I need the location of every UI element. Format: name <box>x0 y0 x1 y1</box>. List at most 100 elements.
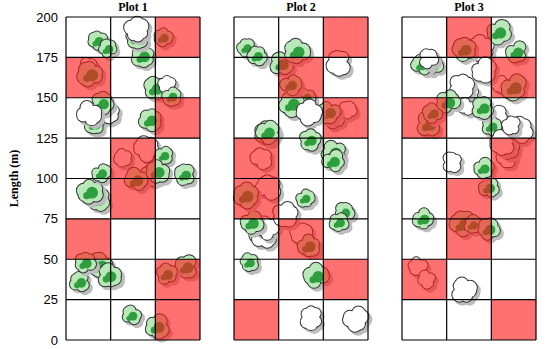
tree-crown-blob <box>305 134 316 145</box>
tree-crown <box>343 307 368 332</box>
tree-outline <box>124 17 148 42</box>
tree-outline-blob <box>302 106 315 119</box>
tree-crown <box>123 306 141 325</box>
tree-crown-shade <box>309 276 316 283</box>
sample-cell <box>279 57 324 97</box>
grid-line <box>234 16 368 17</box>
tree-crown <box>330 213 349 231</box>
tree-crown <box>247 47 266 66</box>
tree-outline <box>99 263 121 286</box>
grid-line <box>66 57 200 58</box>
tree-crown-shade <box>144 120 150 126</box>
sample-cell <box>323 17 368 57</box>
sample-cell <box>155 17 200 57</box>
tree-outline <box>343 307 368 332</box>
tree-crown <box>297 99 322 125</box>
grid-line <box>234 218 368 219</box>
sample-cell <box>155 300 200 340</box>
tree-outline <box>296 190 314 207</box>
tree-crown-shade <box>179 175 185 181</box>
tree-crown-shade <box>244 263 249 268</box>
tree-crown-blob <box>75 277 86 288</box>
tree-crown-blob <box>252 51 262 61</box>
sample-cell <box>111 138 156 178</box>
tree-outline <box>92 164 110 182</box>
tree-crown <box>124 17 148 42</box>
tree-outline-blob <box>159 151 168 160</box>
plot-2 <box>234 17 373 340</box>
tree-crown-blob <box>127 310 137 320</box>
tree-crown-shade <box>126 316 131 321</box>
tree-crown-shade <box>300 198 305 203</box>
plot-ground <box>66 17 200 340</box>
tree-crown-blob <box>333 56 346 69</box>
plot-3 <box>402 17 537 340</box>
plot-ground <box>234 17 368 340</box>
tree-outline <box>300 129 321 151</box>
tree-outline <box>99 40 116 58</box>
tree-outline <box>77 101 101 125</box>
tree-outline <box>247 47 266 66</box>
sample-cell <box>155 98 200 138</box>
tree-outline <box>297 99 322 125</box>
tree-crown-blob <box>349 312 362 325</box>
grid-line <box>234 97 368 98</box>
tree-crown-shade <box>93 41 98 46</box>
tree-outline-blob <box>127 310 137 320</box>
sample-cell <box>279 219 324 259</box>
grid-line <box>234 259 368 260</box>
tree-crown <box>241 253 258 271</box>
tree-outline-blob <box>75 277 86 288</box>
tree-crown-blob <box>131 23 143 35</box>
tree-outline-blob <box>83 107 96 120</box>
sample-cell <box>111 179 156 219</box>
sample-cell <box>323 259 368 299</box>
grid-line <box>66 299 200 300</box>
plot-ground <box>402 17 536 340</box>
tree-crown-blob <box>302 106 315 119</box>
tree-outline-blob <box>349 312 362 325</box>
trees <box>234 39 373 336</box>
grid-line <box>234 178 368 179</box>
tree-crown <box>175 164 193 185</box>
tree-outline <box>301 306 321 330</box>
tree-outline <box>123 306 141 325</box>
grid-line <box>66 97 200 98</box>
tree-crown-shade <box>83 192 90 199</box>
grid-line <box>66 259 200 260</box>
tree-crown <box>99 263 121 286</box>
tree-crown-shade <box>74 282 80 288</box>
tree-crown-shade <box>103 276 110 283</box>
sample-cell <box>66 57 111 97</box>
tree-crown-shade <box>285 104 292 111</box>
plot-1 <box>66 17 200 343</box>
grid-line <box>234 138 368 139</box>
tree-crown-shade <box>304 140 310 146</box>
tree-crown <box>296 190 314 207</box>
tree-crown-shade <box>79 263 85 269</box>
grid-line <box>66 218 200 219</box>
tree-outline-blob <box>333 56 346 69</box>
tree-crown <box>300 129 321 151</box>
sample-cell <box>234 300 279 340</box>
grid-line <box>234 339 368 340</box>
tree-crown-blob <box>300 193 309 202</box>
tree-crown-shade <box>334 223 339 228</box>
tree-outline <box>175 164 193 185</box>
sample-cell <box>155 259 200 299</box>
grid-line <box>66 16 200 17</box>
tree-crown-shade <box>241 48 246 53</box>
tree-outline <box>241 253 258 271</box>
tree-crown-shade <box>245 223 251 229</box>
tree-crown-shade <box>103 49 108 54</box>
tree-crown-blob <box>83 107 96 120</box>
grid-line <box>66 339 200 340</box>
tree-crown <box>322 150 344 171</box>
tree-crown-blob <box>305 312 317 324</box>
tree-crown <box>301 306 321 330</box>
tree-outline-blob <box>96 168 106 178</box>
grid-line <box>66 138 200 139</box>
tree-crown <box>92 164 110 182</box>
grid-line <box>66 178 200 179</box>
